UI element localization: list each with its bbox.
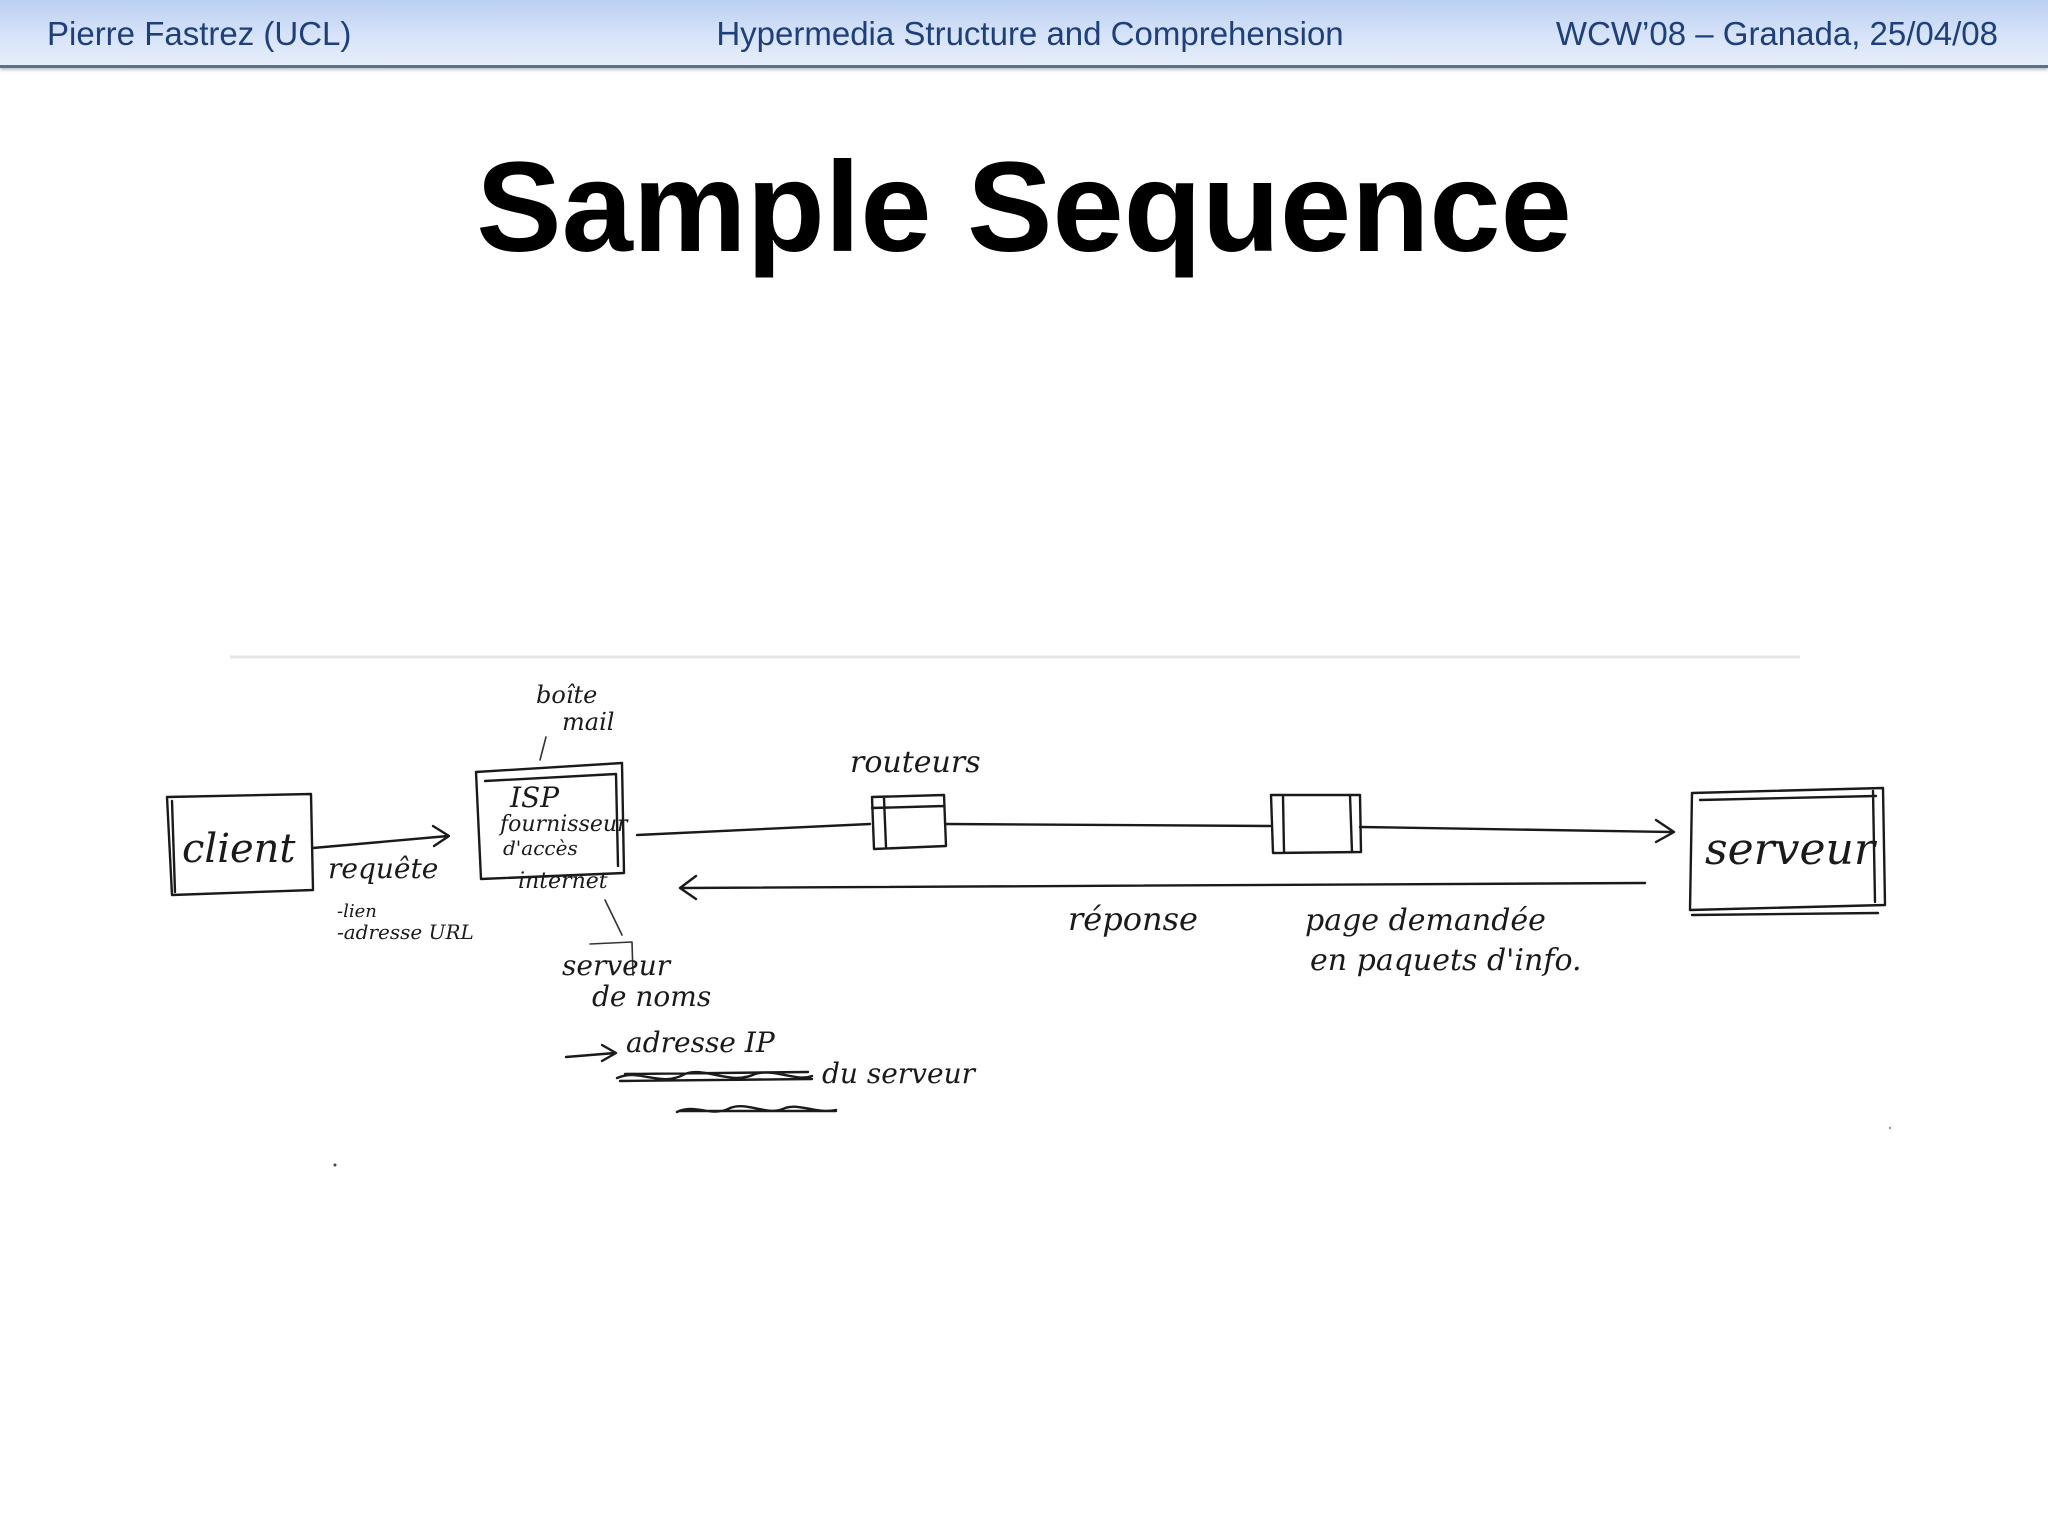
router-box-1 [870,793,948,851]
response-arrow-head [678,874,698,901]
request-arrow: requête -lien -adresse URL [311,824,474,944]
response-label: réponse [1068,900,1198,938]
isp-label-access: d'accès [503,836,578,860]
isp-label-internet: internet [518,869,608,894]
server-node: serveur [1688,786,1887,917]
isp-label: ISP [509,781,560,814]
mailbox-annotation: boîte mail [536,681,614,761]
strikethrough-scribble-2 [675,1105,838,1114]
forward-arrow-head [1654,818,1676,844]
header-venue-date: WCW’08 – Granada, 25/04/08 [1555,15,1998,52]
ip-note-arrow [564,1043,618,1063]
header-author: Pierre Fastrez (UCL) [47,15,352,52]
client-label: client [182,826,296,872]
name-server-label-line1: serveur [562,949,672,982]
ip-note-line2: du serveur [822,1057,977,1090]
forward-line-3 [1358,825,1674,834]
server-box [1688,786,1887,917]
request-note-link: -lien [337,901,377,922]
name-server-pointer [604,899,623,936]
routers-label: routeurs [850,745,981,780]
scan-speck-2 [1888,1126,1892,1130]
isp-box [474,761,626,881]
response-arrow-line [680,881,1647,890]
forward-line-2 [943,822,1272,828]
page-note-line2: en paquets d'info. [1310,943,1582,978]
ip-note: adresse IP du serveur [564,1026,977,1114]
request-arrow-head [431,824,451,848]
request-note-url: -adresse URL [337,920,474,944]
request-label: requête [328,852,438,885]
name-server-annotation: serveur de noms [562,899,711,1013]
request-arrow-line [311,834,450,850]
client-box [165,792,315,897]
scan-speck-1 [333,1163,337,1167]
strikethrough-scribble-1 [615,1070,814,1083]
page-note-line1: page demandée [1305,903,1546,938]
forward-line-1 [635,822,872,837]
response-arrow: réponse [678,874,1647,938]
name-server-box [589,941,634,976]
mailbox-pointer [539,736,547,761]
isp-node: ISP fournisseur d'accès internet [474,761,629,894]
name-server-label-line2: de noms [592,980,711,1013]
server-label: serveur [1705,824,1878,875]
isp-label-supplier: fournisseur [498,812,629,837]
header-talk-title: Hypermedia Structure and Comprehension [716,15,1344,52]
ip-note-line1: adresse IP [626,1026,776,1059]
router-box-2 [1269,793,1363,855]
forward-path [635,818,1676,844]
client-node: client [165,792,315,897]
mailbox-label-line1: boîte [536,681,597,709]
header-bar: Pierre Fastrez (UCL) Hypermedia Structur… [0,0,2048,68]
mailbox-label-line2: mail [562,708,614,736]
slide-title: Sample Sequence [476,136,1572,279]
